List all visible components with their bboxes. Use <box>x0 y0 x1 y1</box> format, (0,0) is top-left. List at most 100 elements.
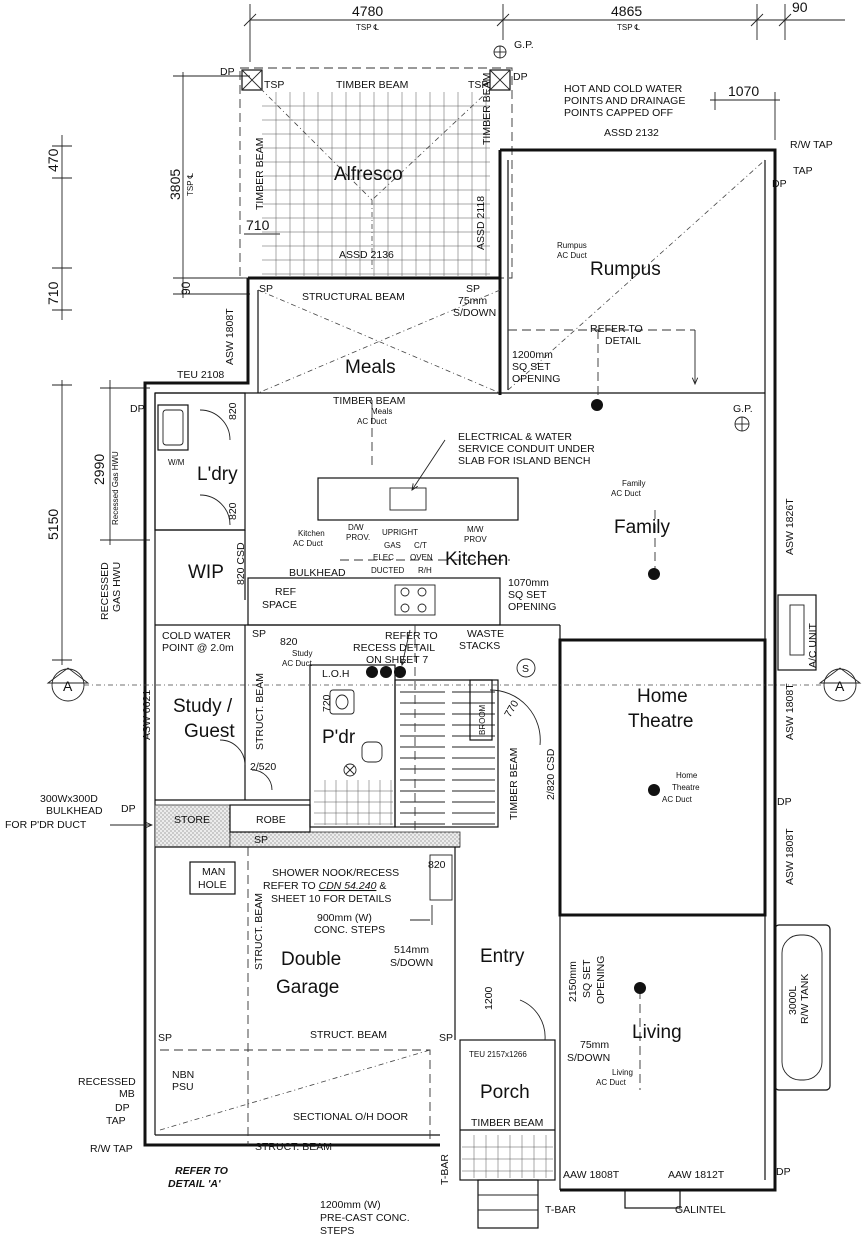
svg-text:BULKHEAD: BULKHEAD <box>46 805 103 817</box>
svg-text:Home: Home <box>676 771 698 780</box>
svg-text:SERVICE CONDUIT UNDER: SERVICE CONDUIT UNDER <box>458 443 595 455</box>
svg-text:2/520: 2/520 <box>250 761 276 773</box>
annotations: DP TSP TIMBER BEAM TSP G.P. DP HOT AND C… <box>5 39 845 1237</box>
svg-text:AC Duct: AC Duct <box>357 417 388 426</box>
svg-text:AC Duct: AC Duct <box>596 1078 627 1087</box>
room-garage-2: Garage <box>276 977 339 998</box>
svg-text:2/820 CSD: 2/820 CSD <box>545 748 557 800</box>
svg-text:PROV.: PROV. <box>346 533 370 542</box>
svg-text:1070mm: 1070mm <box>508 577 549 589</box>
svg-text:770: 770 <box>502 698 521 719</box>
svg-text:SQ SET: SQ SET <box>508 589 547 601</box>
svg-text:SQ SET: SQ SET <box>512 361 551 373</box>
svg-text:ELEC: ELEC <box>373 553 394 562</box>
svg-text:L.O.H: L.O.H <box>322 668 349 680</box>
svg-text:TIMBER BEAM: TIMBER BEAM <box>481 73 493 145</box>
svg-text:RECESSED: RECESSED <box>78 1076 136 1088</box>
svg-text:ASSD 2136: ASSD 2136 <box>339 249 394 261</box>
svg-text:STRUCT. BEAM: STRUCT. BEAM <box>253 893 265 970</box>
svg-text:820: 820 <box>227 402 239 420</box>
svg-text:GAS: GAS <box>384 541 401 550</box>
top-dimensions <box>243 4 845 140</box>
dimension-text: 4780 TSP ℄ 4865 TSP ℄ 90 1070 470 3805 T… <box>45 0 808 540</box>
svg-text:SP: SP <box>259 283 273 295</box>
room-laundry: L'dry <box>197 464 238 485</box>
room-family: Family <box>614 517 670 538</box>
svg-text:AC Duct: AC Duct <box>557 251 588 260</box>
svg-text:TSP: TSP <box>264 79 284 91</box>
svg-text:DP: DP <box>772 178 787 190</box>
svg-text:STRUCT. BEAM: STRUCT. BEAM <box>255 1141 332 1153</box>
svg-text:1200: 1200 <box>483 986 495 1010</box>
room-garage-1: Double <box>281 949 341 970</box>
dim-710-alf: 710 <box>246 217 270 233</box>
svg-text:900mm (W): 900mm (W) <box>317 912 372 924</box>
svg-text:C/T: C/T <box>414 541 427 550</box>
svg-text:DETAIL: DETAIL <box>605 335 641 347</box>
dim-4780-sub: TSP ℄ <box>356 23 380 32</box>
laundry-tub <box>157 404 189 451</box>
svg-text:TAP: TAP <box>106 1115 126 1127</box>
dim-90: 90 <box>792 0 808 15</box>
svg-text:820: 820 <box>227 502 239 520</box>
svg-text:Theatre: Theatre <box>672 783 700 792</box>
svg-text:COLD WATER: COLD WATER <box>162 630 231 642</box>
svg-text:DP: DP <box>220 66 235 78</box>
svg-text:STACKS: STACKS <box>459 640 500 652</box>
dim-4865-sub: TSP ℄ <box>617 23 641 32</box>
room-wip: WIP <box>188 562 224 583</box>
svg-text:POINTS CAPPED OFF: POINTS CAPPED OFF <box>564 107 673 119</box>
svg-text:TSP: TSP <box>468 79 488 91</box>
svg-text:Study: Study <box>292 649 312 658</box>
svg-text:ASW 1808T: ASW 1808T <box>784 828 796 885</box>
svg-text:SP: SP <box>439 1032 453 1044</box>
svg-text:OPENING: OPENING <box>595 956 607 1004</box>
svg-text:STRUCTURAL BEAM: STRUCTURAL BEAM <box>302 291 405 303</box>
svg-text:REFER TO: REFER TO <box>385 630 438 642</box>
svg-text:REFER TO: REFER TO <box>590 323 643 335</box>
svg-text:R/W TANK: R/W TANK <box>799 974 811 1024</box>
svg-text:AAW 1808T: AAW 1808T <box>563 1169 620 1181</box>
dim-710: 710 <box>45 281 61 305</box>
svg-text:SP: SP <box>254 834 268 846</box>
svg-text:FOR P'DR DUCT: FOR P'DR DUCT <box>5 819 87 831</box>
room-names: Alfresco Rumpus Meals L'dry WIP Kitchen … <box>173 164 693 1103</box>
duct-markers <box>366 399 660 994</box>
svg-text:TEU 2157x1266: TEU 2157x1266 <box>469 1050 527 1059</box>
svg-text:TIMBER BEAM: TIMBER BEAM <box>254 138 266 210</box>
svg-text:Living: Living <box>612 1068 633 1077</box>
dashed-guides <box>257 159 766 1090</box>
left-dimensions <box>52 72 280 665</box>
room-powder: P'dr <box>322 727 356 748</box>
dim-470: 470 <box>45 148 61 172</box>
svg-text:STORE: STORE <box>174 814 210 826</box>
room-rumpus: Rumpus <box>590 259 661 280</box>
room-kitchen: Kitchen <box>445 549 508 570</box>
svg-text:ASW 1826T: ASW 1826T <box>784 498 796 555</box>
svg-text:NBN: NBN <box>172 1069 194 1081</box>
dim-1070: 1070 <box>728 83 759 99</box>
svg-text:300Wx300D: 300Wx300D <box>40 793 98 805</box>
svg-text:S/DOWN: S/DOWN <box>567 1052 610 1064</box>
svg-text:DP: DP <box>121 803 136 815</box>
svg-text:ON SHEET 7: ON SHEET 7 <box>366 654 428 666</box>
svg-text:820 CSD: 820 CSD <box>235 542 247 585</box>
svg-text:AC Duct: AC Duct <box>282 659 313 668</box>
svg-text:T-BAR: T-BAR <box>439 1154 451 1185</box>
room-meals: Meals <box>345 357 396 378</box>
svg-text:R/H: R/H <box>418 566 432 575</box>
room-study-2: Guest <box>184 721 235 742</box>
svg-text:STRUCT. BEAM: STRUCT. BEAM <box>310 1029 387 1041</box>
dim-4780: 4780 <box>352 3 383 19</box>
svg-text:Rumpus: Rumpus <box>557 241 587 250</box>
svg-text:BROOM: BROOM <box>478 704 487 735</box>
svg-text:ROBE: ROBE <box>256 814 286 826</box>
svg-text:820: 820 <box>428 859 446 871</box>
room-study-1: Study / <box>173 696 233 717</box>
svg-text:S/DOWN: S/DOWN <box>390 957 433 969</box>
room-porch: Porch <box>480 1082 530 1103</box>
room-theatre-1: Home <box>637 686 688 707</box>
svg-text:TIMBER BEAM: TIMBER BEAM <box>471 1117 543 1129</box>
svg-text:STRUCT. BEAM: STRUCT. BEAM <box>254 673 266 750</box>
